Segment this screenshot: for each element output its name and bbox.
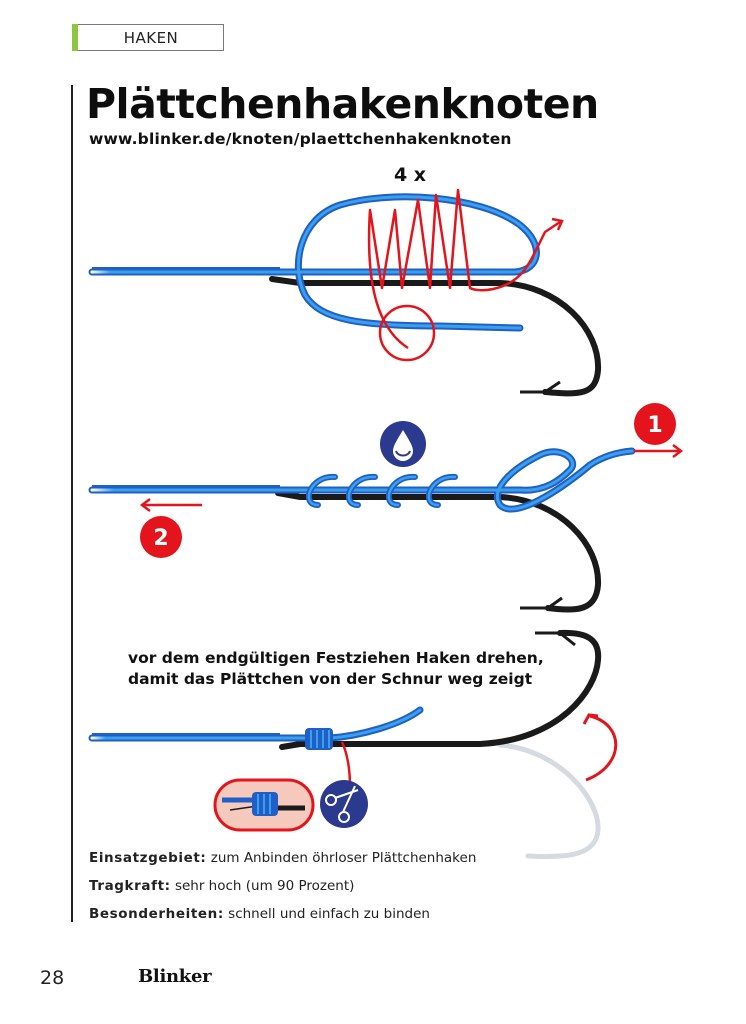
article-url[interactable]: www.blinker.de/knoten/plaettchenhakenkno… [89,130,512,148]
fact-key: Einsatzgebiet: [89,850,207,866]
fact-row-usage: Einsatzgebiet: zum Anbinden öhrloser Plä… [89,848,476,876]
arrow-right-icon [672,444,684,458]
section-tab: HAKEN [72,24,224,51]
hook-step-2 [275,490,602,613]
step-2-illustration: 1 2 [88,403,684,613]
scissors-icon [320,780,368,828]
hook-step-3 [279,629,602,750]
fact-value: sehr hoch (um 90 Prozent) [174,878,355,894]
section-accent-bar [72,24,78,51]
caption-line-1: vor dem endgültigen Festziehen Haken dre… [128,649,544,667]
ghost-hook [497,742,601,859]
wrap-count-label: 4 x [394,164,426,186]
brand-logo: Blinker [138,966,212,987]
step-3-illustration [88,629,618,859]
page-number: 28 [40,967,65,989]
highlight-circle [378,304,436,362]
hook-step-1 [269,276,602,397]
vertical-rule [71,85,73,922]
fact-row-strength: Tragkraft: sehr hoch (um 90 Prozent) [89,876,476,904]
fact-key: Besonderheiten: [89,906,224,922]
water-drop-icon [380,421,426,467]
marker-2-label: 2 [153,526,168,551]
fact-value: schnell und einfach zu binden [228,906,430,922]
arrow-left-icon [139,498,151,512]
line-step-1 [88,193,540,332]
fact-key: Tragkraft: [89,878,171,894]
step-3-caption: vor dem endgültigen Festziehen Haken dre… [128,648,544,690]
page-title: Plättchenhakenknoten [86,80,599,128]
pull-marker-1: 1 [634,403,684,458]
marker-1-label: 1 [647,413,662,438]
wrap-turns [367,188,564,362]
fact-row-features: Besonderheiten: schnell und einfach zu b… [89,904,476,932]
section-label: HAKEN [123,28,179,47]
line-step-3 [88,706,424,788]
step-1-illustration: 4 x [88,164,602,397]
knot-detail-inset [213,778,315,832]
fact-value: zum Anbinden öhrloser Plättchenhaken [210,850,477,866]
line-step-2 [88,447,636,513]
pull-marker-2: 2 [139,498,202,558]
rotate-arrow-icon [582,713,618,782]
caption-line-2: damit das Plättchen von der Schnur weg z… [128,670,533,688]
knot-facts: Einsatzgebiet: zum Anbinden öhrloser Plä… [89,848,476,932]
